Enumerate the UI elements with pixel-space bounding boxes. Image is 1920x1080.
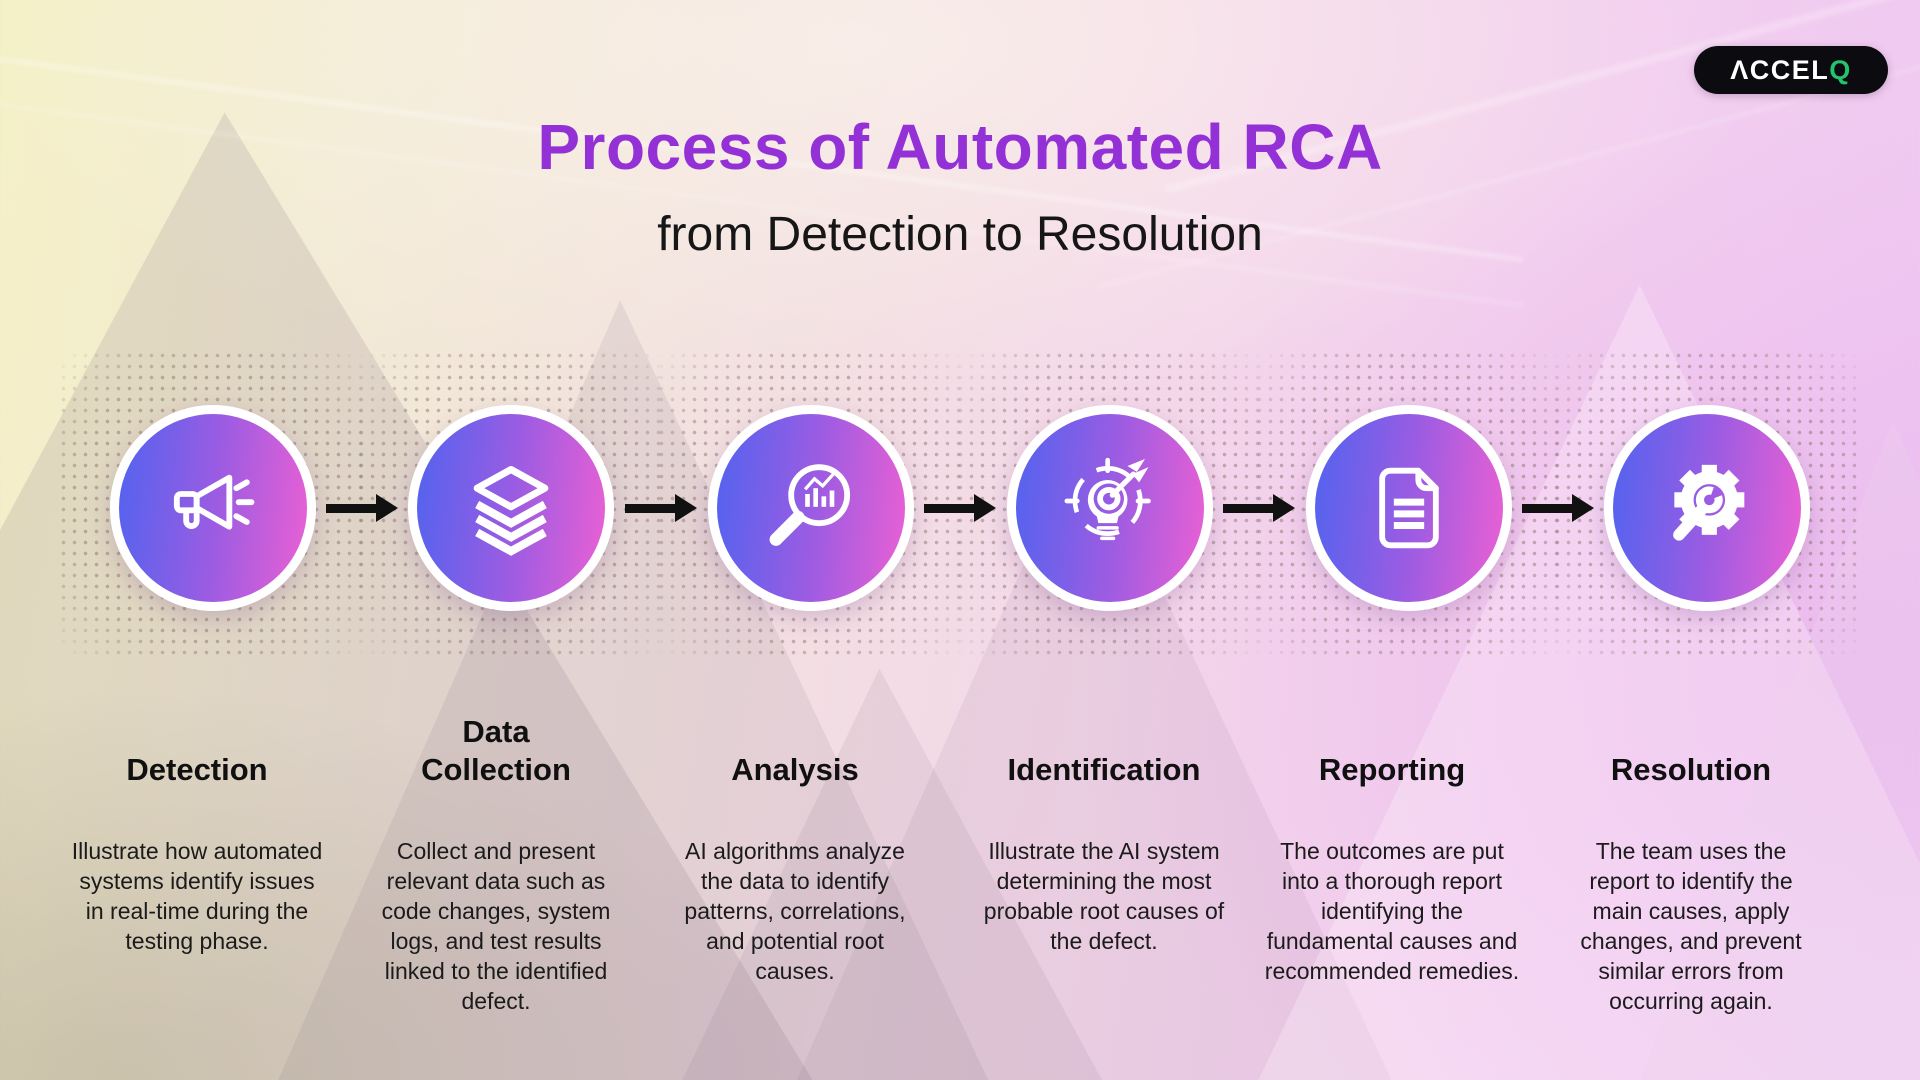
layers-stack-icon — [473, 466, 549, 556]
gear-wrench-icon — [1673, 464, 1745, 541]
step-column-identification: Identification Illustrate the AI system … — [954, 690, 1254, 956]
step-label: Reporting — [1318, 752, 1466, 788]
accelq-logo-text: ΛCCEL — [1730, 54, 1830, 85]
step-description: Collect and present relevant data such a… — [381, 838, 611, 1014]
report-document-icon — [1379, 467, 1439, 549]
step-circle-detection — [110, 405, 316, 611]
step-description: The outcomes are put into a thorough rep… — [1264, 838, 1520, 984]
flow-arrow-icon — [924, 494, 996, 522]
accelq-logo-q: Q — [1829, 54, 1852, 85]
step-description: Illustrate how automated systems identif… — [71, 838, 323, 954]
step-circle-data-collection — [408, 405, 614, 611]
step-column-analysis: Analysis AI algorithms analyze the data … — [645, 690, 945, 986]
step-column-reporting: Reporting The outcomes are put into a th… — [1242, 690, 1542, 986]
page-title: Process of Automated RCA — [537, 111, 1383, 183]
step-label: Data Collection — [421, 713, 571, 788]
step-column-data-collection: Data Collection Collect and present rele… — [346, 690, 646, 1016]
flow-arrow-icon — [1223, 494, 1295, 522]
step-description: The team uses the report to identify the… — [1580, 838, 1802, 1014]
flow-arrow-icon — [326, 494, 398, 522]
step-circle-reporting — [1306, 405, 1512, 611]
step-circle-analysis — [708, 405, 914, 611]
step-label: Detection — [126, 752, 268, 788]
step-label: Resolution — [1610, 752, 1772, 788]
flow-arrow-icon — [625, 494, 697, 522]
step-label: Identification — [1007, 752, 1201, 788]
step-column-resolution: Resolution The team uses the report to i… — [1541, 690, 1841, 1016]
flow-arrow-icon — [1522, 494, 1594, 522]
magnifier-chart-icon — [769, 464, 851, 546]
bulb-target-icon — [1064, 457, 1151, 541]
megaphone-icon — [173, 474, 255, 530]
step-description: AI algorithms analyze the data to identi… — [684, 838, 906, 984]
page-subtitle: from Detection to Resolution — [657, 208, 1263, 261]
step-column-detection: Detection Illustrate how automated syste… — [47, 690, 347, 956]
step-circle-identification — [1007, 405, 1213, 611]
step-description: Illustrate the AI system determining the… — [983, 838, 1225, 954]
step-circle-resolution — [1604, 405, 1810, 611]
step-label: Analysis — [731, 752, 859, 788]
